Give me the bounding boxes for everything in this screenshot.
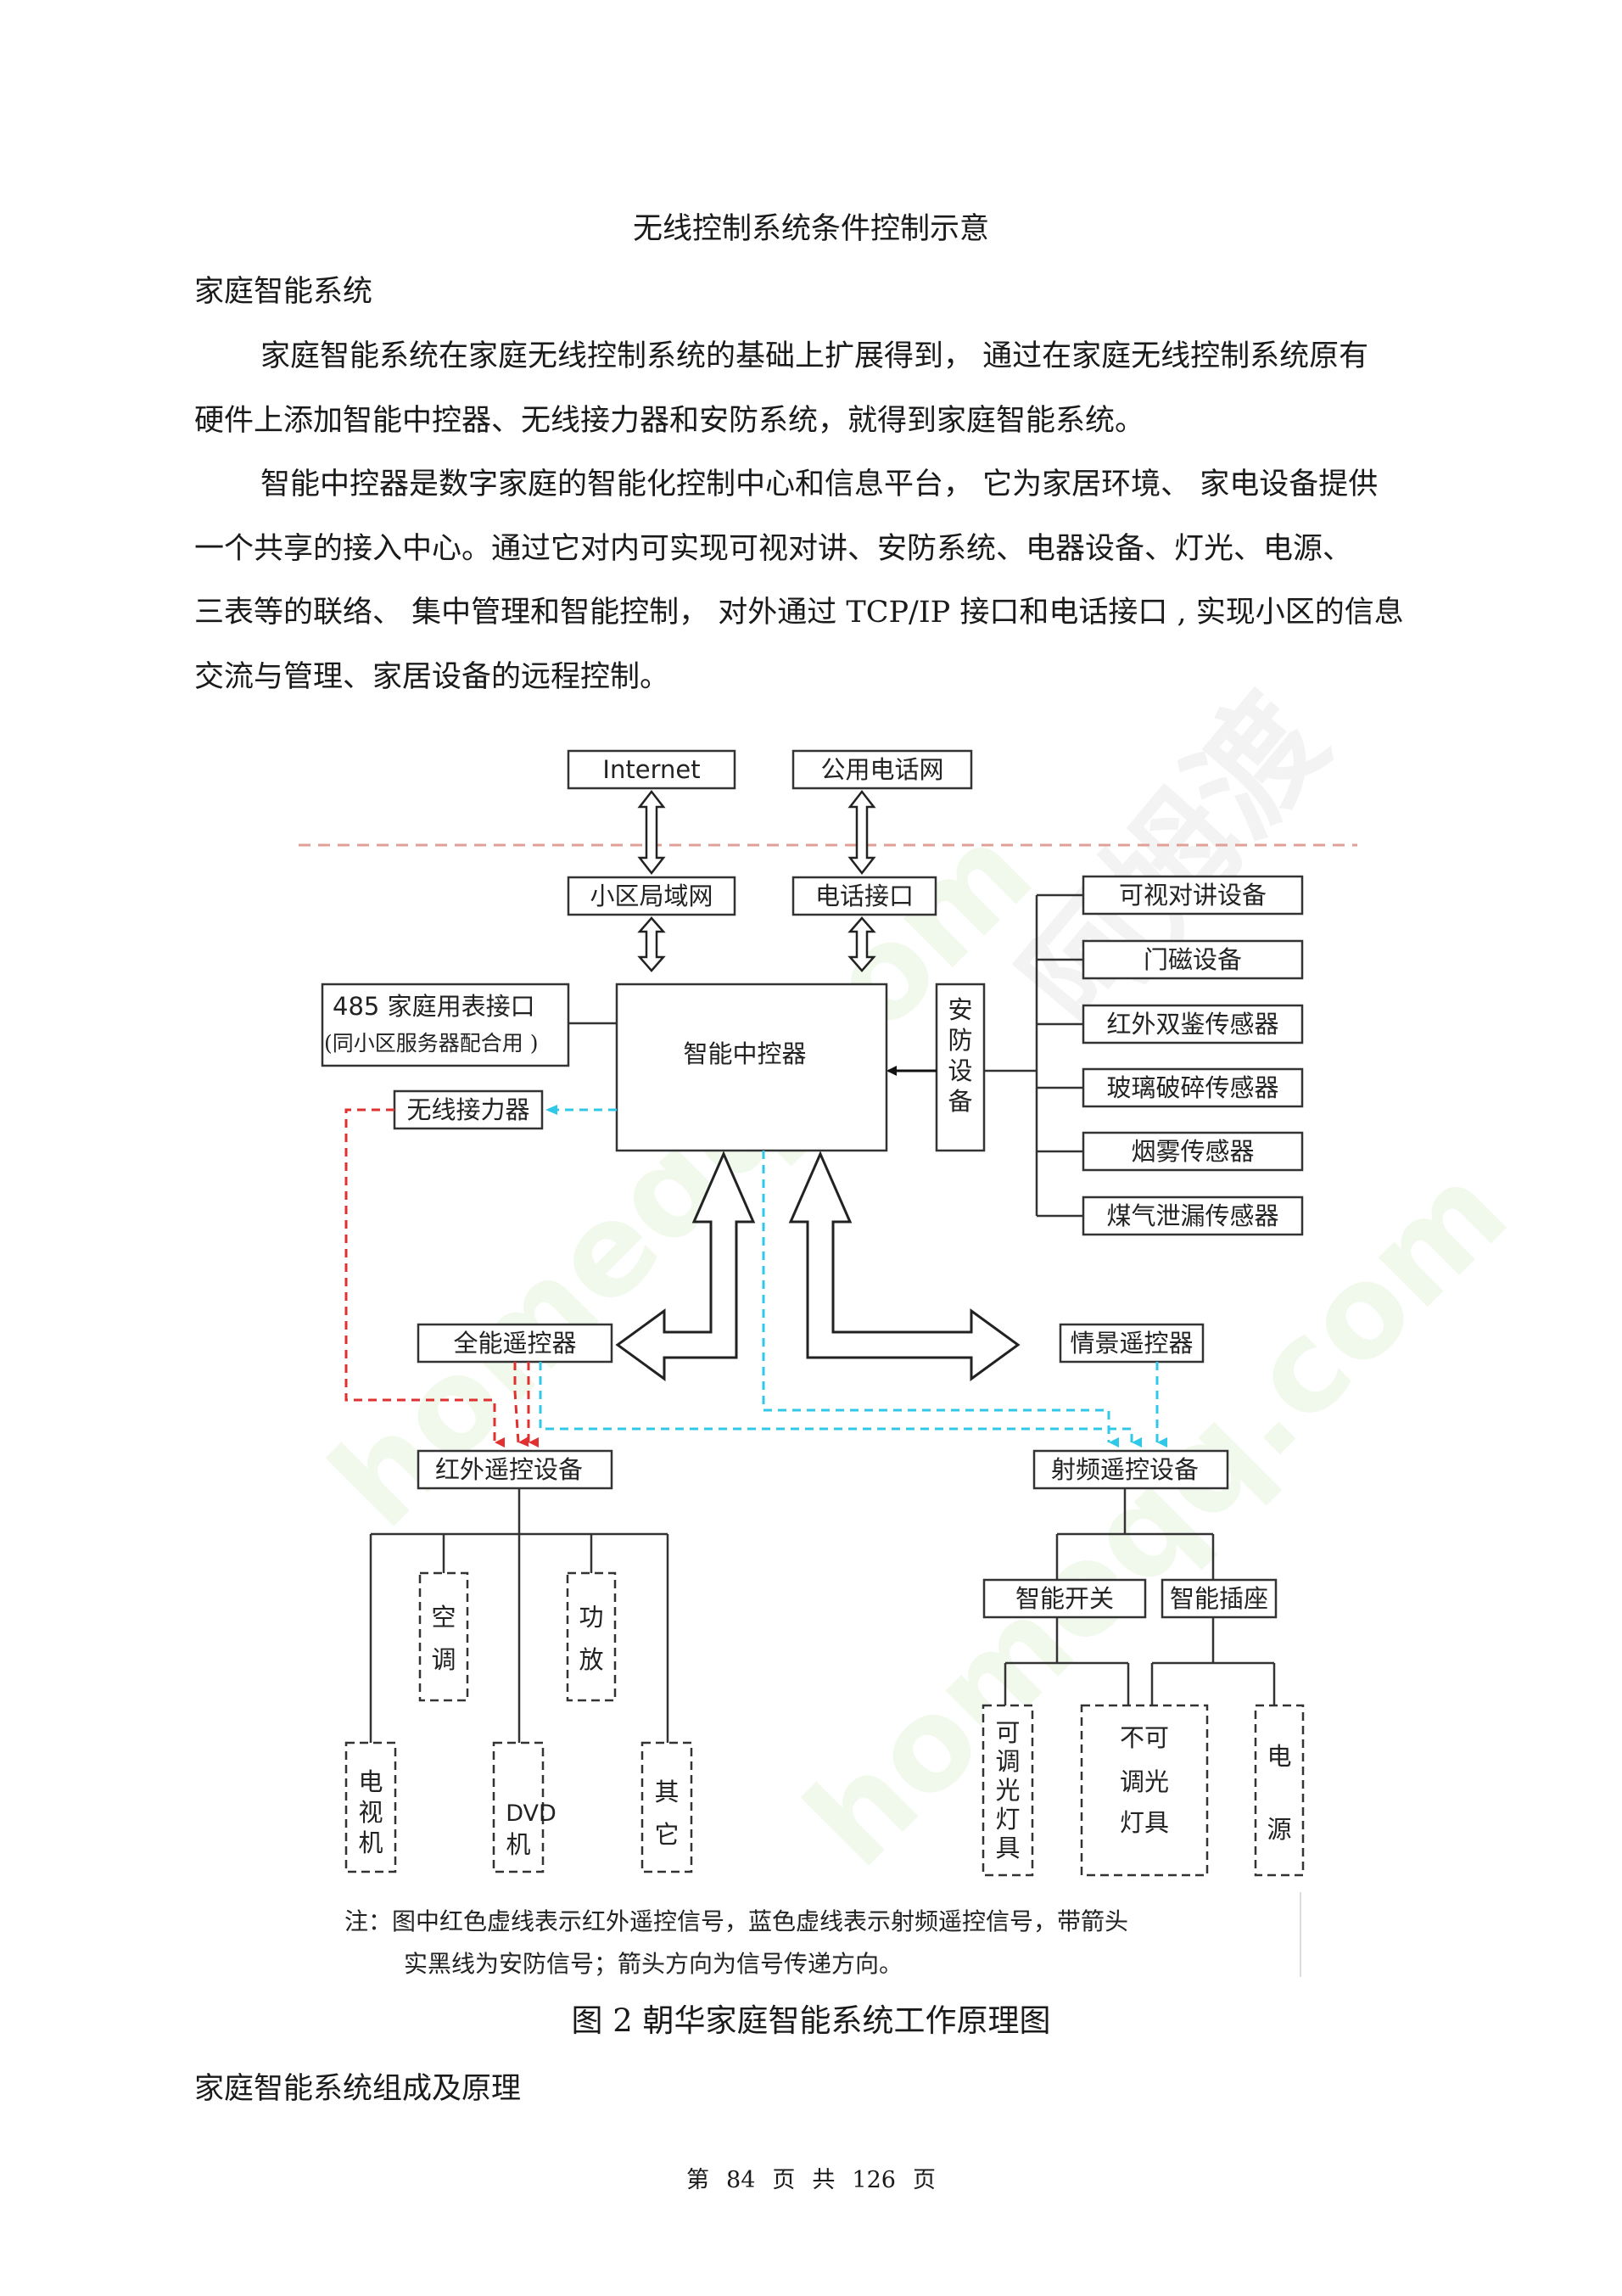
svg-text:电: 电 bbox=[358, 1767, 383, 1796]
universal-remote-link-arrow bbox=[615, 1151, 756, 1381]
svg-text:灯具: 灯具 bbox=[1120, 1808, 1169, 1837]
svg-text:智能中控器: 智能中控器 bbox=[683, 1039, 806, 1068]
scene-remote-box: 情景遥控器 bbox=[1059, 1323, 1205, 1364]
sensor-list: 可视对讲设备 门磁设备 红外双鉴传感器 玻璃破碎传感器 烟雾传感器 煤气泄漏传感… bbox=[1037, 875, 1304, 1236]
svg-text:防: 防 bbox=[948, 1026, 972, 1055]
rf-devices-box: 射频遥控设备 bbox=[1032, 1449, 1229, 1490]
internet-lan-double-arrow bbox=[637, 789, 666, 876]
svg-text:小区局域网: 小区局域网 bbox=[590, 882, 713, 910]
svg-text:设: 设 bbox=[948, 1056, 972, 1085]
smart-controller-box: 智能中控器 bbox=[615, 983, 888, 1152]
section-heading-2: 家庭智能系统组成及原理 bbox=[194, 2072, 522, 2106]
svg-text:空: 空 bbox=[431, 1603, 456, 1632]
tv-box bbox=[344, 1741, 397, 1873]
svg-text:可: 可 bbox=[995, 1718, 1020, 1747]
paragraph-line: 三表等的联络、 集中管理和智能控制， 对外通过 TCP/IP 接口和电话接口 ,… bbox=[194, 596, 1404, 630]
svg-text:光: 光 bbox=[995, 1776, 1020, 1805]
paragraph-line: 交流与管理、家居设备的远程控制。 bbox=[194, 660, 670, 694]
svg-text:灯: 灯 bbox=[995, 1805, 1020, 1834]
ir-devices-box: 红外遥控设备 bbox=[417, 1449, 613, 1490]
svg-text:机: 机 bbox=[358, 1828, 383, 1857]
svg-text:电: 电 bbox=[1267, 1742, 1291, 1771]
non-dimmable-light-box bbox=[1080, 1704, 1209, 1877]
diagram-note-line-1: 注：图中红色虚线表示红外遥控信号，蓝色虚线表示射频遥控信号，带箭头 bbox=[344, 1907, 1128, 1935]
sensor-video-intercom: 可视对讲设备 bbox=[1119, 881, 1267, 910]
phone-double-arrow bbox=[847, 789, 876, 876]
page-number: 84 bbox=[726, 2167, 756, 2193]
diagram-note-line-2: 实黑线为安防信号；箭头方向为信号传递方向。 bbox=[404, 1950, 903, 1978]
svg-text:公用电话网: 公用电话网 bbox=[820, 755, 943, 784]
svg-text:视: 视 bbox=[358, 1798, 383, 1827]
dvd-box bbox=[492, 1741, 545, 1873]
sensor-door-magnet: 门磁设备 bbox=[1144, 945, 1242, 974]
page-total: 126 bbox=[852, 2167, 896, 2193]
svg-text:安: 安 bbox=[948, 995, 972, 1024]
sensor-gas-leak: 煤气泄漏传感器 bbox=[1106, 1201, 1278, 1230]
paragraph-line: 智能中控器是数字家庭的智能化控制中心和信息平台， 它为家居环境、 家电设备提供 bbox=[260, 468, 1379, 501]
internet-box: Internet bbox=[567, 749, 736, 790]
security-equipment-box: 安 防 设 备 bbox=[935, 983, 986, 1152]
svg-text:调: 调 bbox=[995, 1747, 1020, 1776]
rf-device-tree bbox=[1055, 1488, 1215, 1580]
svg-text:射频遥控设备: 射频遥控设备 bbox=[1051, 1455, 1199, 1484]
meter-interface-box: 485 家庭用表接口 (同小区服务器配合用 ) bbox=[321, 983, 570, 1067]
aircon-box bbox=[418, 1571, 469, 1702]
sensor-infrared: 红外双鉴传感器 bbox=[1106, 1010, 1278, 1039]
ir-signal-lines bbox=[344, 1108, 539, 1448]
svg-text:智能开关: 智能开关 bbox=[1015, 1584, 1114, 1613]
smart-socket-box: 智能插座 bbox=[1161, 1578, 1278, 1619]
rf-signal-lines bbox=[539, 1151, 1167, 1448]
svg-text:放: 放 bbox=[579, 1645, 603, 1674]
figure-caption: 图 2 朝华家庭智能系统工作原理图 bbox=[571, 2002, 1051, 2039]
svg-text:源: 源 bbox=[1267, 1815, 1291, 1844]
svg-text:具: 具 bbox=[995, 1834, 1020, 1862]
svg-text:机: 机 bbox=[506, 1830, 530, 1859]
svg-text:无线接力器: 无线接力器 bbox=[406, 1095, 529, 1124]
community-lan-box: 小区局域网 bbox=[567, 876, 736, 916]
svg-text:全能遥控器: 全能遥控器 bbox=[453, 1329, 576, 1358]
section-heading: 家庭智能系统 bbox=[194, 275, 373, 309]
power-box bbox=[1254, 1704, 1305, 1877]
ir-device-tree bbox=[369, 1488, 669, 1743]
svg-text:调光: 调光 bbox=[1120, 1767, 1169, 1796]
svg-text:其: 其 bbox=[654, 1778, 679, 1806]
scene-remote-link-arrow bbox=[788, 1151, 1021, 1381]
lan-controller-double-arrow bbox=[637, 916, 666, 972]
svg-text:红外遥控设备: 红外遥控设备 bbox=[435, 1455, 583, 1484]
phone-controller-double-arrow bbox=[847, 916, 876, 972]
paragraph-line: 家庭智能系统在家庭无线控制系统的基础上扩展得到， 通过在家庭无线控制系统原有 bbox=[260, 339, 1369, 373]
sensor-smoke: 烟雾传感器 bbox=[1131, 1137, 1254, 1166]
svg-text:Internet: Internet bbox=[602, 755, 700, 784]
dimmable-light-box bbox=[982, 1704, 1034, 1877]
sensor-glass-break: 玻璃破碎传感器 bbox=[1106, 1073, 1278, 1102]
svg-text:它: 它 bbox=[654, 1820, 679, 1849]
diagram-caption-top: 无线控制系统条件控制示意 bbox=[632, 212, 989, 246]
amplifier-box bbox=[566, 1571, 617, 1702]
svg-text:485 家庭用表接口: 485 家庭用表接口 bbox=[333, 992, 535, 1021]
phone-interface-box: 电话接口 bbox=[791, 876, 937, 916]
smart-switch-box: 智能开关 bbox=[982, 1578, 1147, 1619]
svg-text:情景遥控器: 情景遥控器 bbox=[1070, 1329, 1193, 1358]
public-phone-network-box: 公用电话网 bbox=[791, 749, 973, 790]
svg-text:电话接口: 电话接口 bbox=[815, 882, 914, 910]
svg-text:DVD: DVD bbox=[506, 1800, 557, 1827]
svg-text:(同小区服务器配合用 ): (同小区服务器配合用 ) bbox=[324, 1031, 538, 1056]
wireless-relay-box: 无线接力器 bbox=[393, 1089, 544, 1130]
other-box bbox=[640, 1741, 693, 1873]
universal-remote-box: 全能遥控器 bbox=[417, 1323, 613, 1364]
svg-text:功: 功 bbox=[579, 1603, 603, 1632]
svg-text:备: 备 bbox=[948, 1087, 972, 1116]
svg-text:不可: 不可 bbox=[1120, 1723, 1169, 1752]
svg-text:智能插座: 智能插座 bbox=[1170, 1584, 1268, 1613]
paragraph-line: 硬件上添加智能中控器、无线接力器和安防系统，就得到家庭智能系统。 bbox=[194, 404, 1145, 438]
paragraph-line: 一个共享的接入中心。通过它对内可实现可视对讲、安防系统、电器设备、灯光、电源、 bbox=[194, 532, 1353, 566]
svg-text:调: 调 bbox=[431, 1645, 456, 1674]
